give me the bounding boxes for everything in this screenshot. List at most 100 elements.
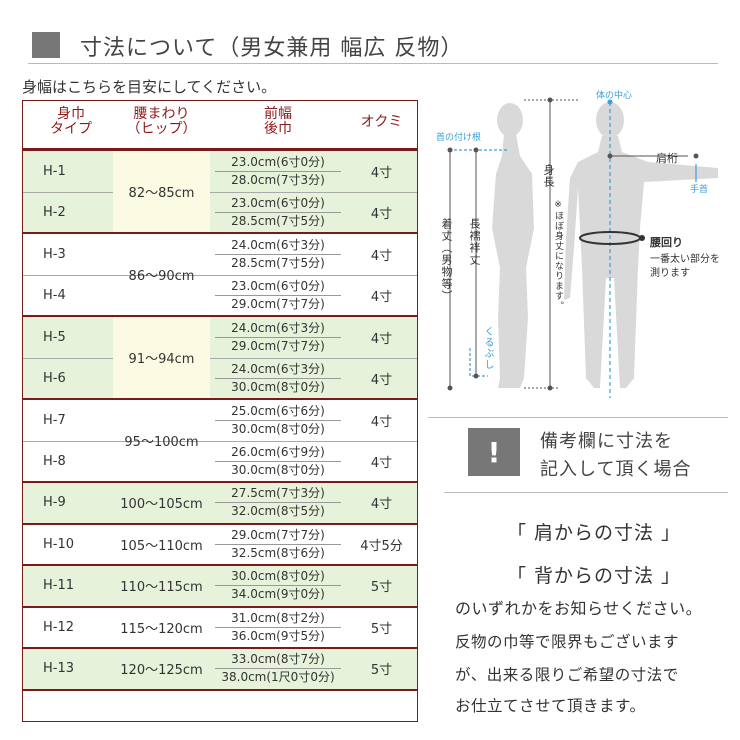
note-line1: 備考欄に寸法を — [540, 431, 673, 452]
size-type-cell: H-11 — [23, 566, 113, 606]
option-back: 「 背からの寸法 」 — [506, 565, 682, 587]
shincho-label: 身長 — [542, 164, 555, 188]
front-width-value: 23.0cm(6寸0分) — [215, 195, 341, 213]
title-bar: 寸法について（男女兼用 幅広 反物） — [28, 28, 718, 64]
kurubushi-label: くるぶし — [482, 326, 493, 370]
hip-group-cell: 95〜100cm — [124, 435, 199, 450]
table-header: 身巾 タイプ 腰まわり （ヒップ） 前幅 後巾 オクミ — [23, 101, 417, 151]
okumi-cell: 5寸 — [346, 649, 417, 689]
back-width-value: 30.0cm(8寸0分) — [231, 421, 325, 436]
width-cell: 23.0cm(6寸0分)28.0cm(7寸3分) — [210, 151, 346, 192]
header-hip-line1: 腰まわり — [133, 106, 190, 122]
note-heading: 備考欄に寸法を 記入して頂く場合 — [540, 428, 691, 484]
size-type-cell: H-12 — [43, 619, 75, 635]
header-size-type: 身巾 タイプ — [31, 107, 111, 137]
tekubi-label: 手首 — [690, 185, 709, 195]
okumi-cell: 4寸5分 — [360, 538, 403, 554]
size-type-cell: H-7 — [43, 412, 66, 428]
size-type-cell: H-5 — [23, 317, 113, 358]
front-width-value: 24.0cm(6寸3分) — [215, 361, 341, 379]
front-width-value: 27.5cm(7寸3分) — [215, 485, 341, 504]
table-row: H-7 25.0cm(6寸6分)30.0cm(8寸0分) 4寸 — [23, 400, 417, 442]
size-type-cell: H-3 — [43, 246, 66, 262]
okumi-cell: 4寸 — [370, 455, 393, 471]
okumi-cell: 4寸 — [346, 192, 417, 232]
table-row: H-3 24.0cm(6寸3分)28.5cm(7寸5分) 4寸 — [23, 234, 417, 276]
back-width-value: 34.0cm(9寸0分) — [231, 587, 325, 602]
header-width-line2: 後巾 — [264, 121, 292, 137]
front-width-value: 23.0cm(6寸0分) — [215, 154, 341, 172]
size-table: 身巾 タイプ 腰まわり （ヒップ） 前幅 後巾 オクミ H-1 23.0cm(6寸… — [22, 100, 418, 722]
width-cell: 24.0cm(6寸3分)28.5cm(7寸5分) — [210, 234, 346, 275]
size-type-cell: H-6 — [23, 358, 113, 398]
notice-line3: が、出来る限りご希望の寸法で — [455, 666, 679, 684]
width-cell: 30.0cm(8寸0分)34.0cm(9寸0分) — [210, 566, 346, 606]
front-width-value: 24.0cm(6寸3分) — [215, 237, 341, 255]
header-size-line2: タイプ — [50, 121, 92, 137]
width-cell: 25.0cm(6寸6分)30.0cm(8寸0分) — [210, 400, 346, 441]
okumi-cell: 5寸 — [346, 566, 417, 606]
okumi-cell: 4寸 — [370, 248, 393, 264]
back-width-value: 28.5cm(7寸5分) — [231, 255, 325, 270]
hip-cell: 100〜105cm — [113, 483, 210, 523]
exclamation-icon: ! — [468, 428, 520, 476]
header-okumi: オクミ — [360, 114, 403, 130]
width-cell: 26.0cm(6寸9分)30.0cm(8寸0分) — [210, 442, 346, 482]
width-cell: 33.0cm(8寸7分)38.0cm(1尺0寸0分) — [210, 649, 346, 689]
back-width-value: 29.0cm(7寸7分) — [231, 338, 325, 353]
okumi-cell: 4寸 — [346, 317, 417, 358]
note-line2: 記入して頂く場合 — [540, 459, 692, 480]
shincho-note: ※ほぼ身丈になります。 — [553, 200, 563, 311]
neck-base-label: 首の付け根 — [436, 133, 482, 143]
okumi-cell: 4寸 — [370, 289, 393, 305]
koshi-note-2: 測ります — [650, 268, 690, 279]
header-hip-line2: （ヒップ） — [126, 121, 197, 137]
title-square-icon — [32, 32, 60, 58]
header-width-line1: 前幅 — [264, 106, 292, 122]
size-type-cell: H-2 — [23, 192, 113, 232]
width-cell: 29.0cm(7寸7分)32.5cm(8寸6分) — [210, 525, 346, 565]
width-cell: 24.0cm(6寸3分)30.0cm(8寸0分) — [210, 358, 346, 398]
front-width-value: 26.0cm(6寸9分) — [215, 444, 341, 462]
back-width-value: 29.0cm(7寸7分) — [231, 296, 325, 311]
page-title: 寸法について（男女兼用 幅広 反物） — [80, 36, 464, 61]
notice-line4: お仕立てさせて頂きます。 — [455, 697, 646, 715]
hip-group-cell: 86〜90cm — [128, 269, 195, 284]
back-width-value: 28.0cm(7寸3分) — [231, 172, 325, 187]
front-width-value: 24.0cm(6寸3分) — [215, 320, 341, 338]
hip-cell: 105〜110cm — [120, 538, 203, 554]
hip-cell: 110〜115cm — [113, 566, 210, 606]
divider — [444, 492, 728, 493]
back-width-value: 30.0cm(8寸0分) — [231, 379, 325, 394]
width-cell: 23.0cm(6寸0分)29.0cm(7寸7分) — [210, 276, 346, 316]
front-width-value: 30.0cm(8寸0分) — [215, 568, 341, 587]
front-width-value: 31.0cm(8寸2分) — [215, 610, 341, 628]
back-width-value: 32.0cm(8寸5分) — [231, 504, 325, 519]
koshimawari-label: 腰回り — [650, 236, 683, 249]
nagajuban-label: 長襦袢丈 — [468, 218, 481, 266]
front-width-value: 29.0cm(7寸7分) — [215, 527, 341, 545]
hip-group-cell: 82〜85cm — [113, 151, 210, 232]
hip-group-cell: 91〜94cm — [113, 317, 210, 398]
hip-cell: 115〜120cm — [120, 621, 203, 637]
front-width-value: 25.0cm(6寸6分) — [215, 403, 341, 421]
notice-line1: のいずれかをお知らせください。 — [455, 599, 703, 618]
koshi-note-1: 一番太い部分を — [650, 254, 720, 265]
okumi-cell: 4寸 — [370, 414, 393, 430]
size-type-cell: H-8 — [43, 453, 66, 469]
katayuki-label: 肩桁 — [656, 152, 678, 165]
body-measurement-figure: 体の中心 首の付け根 着丈（男物等） 長襦袢丈 身長 ※ほぼ身丈になります。 く… — [428, 78, 728, 418]
width-cell: 24.0cm(6寸3分)29.0cm(7寸7分) — [210, 317, 346, 358]
width-cell: 27.5cm(7寸3分)32.0cm(8寸5分) — [210, 483, 346, 523]
size-type-cell: H-1 — [23, 151, 113, 192]
